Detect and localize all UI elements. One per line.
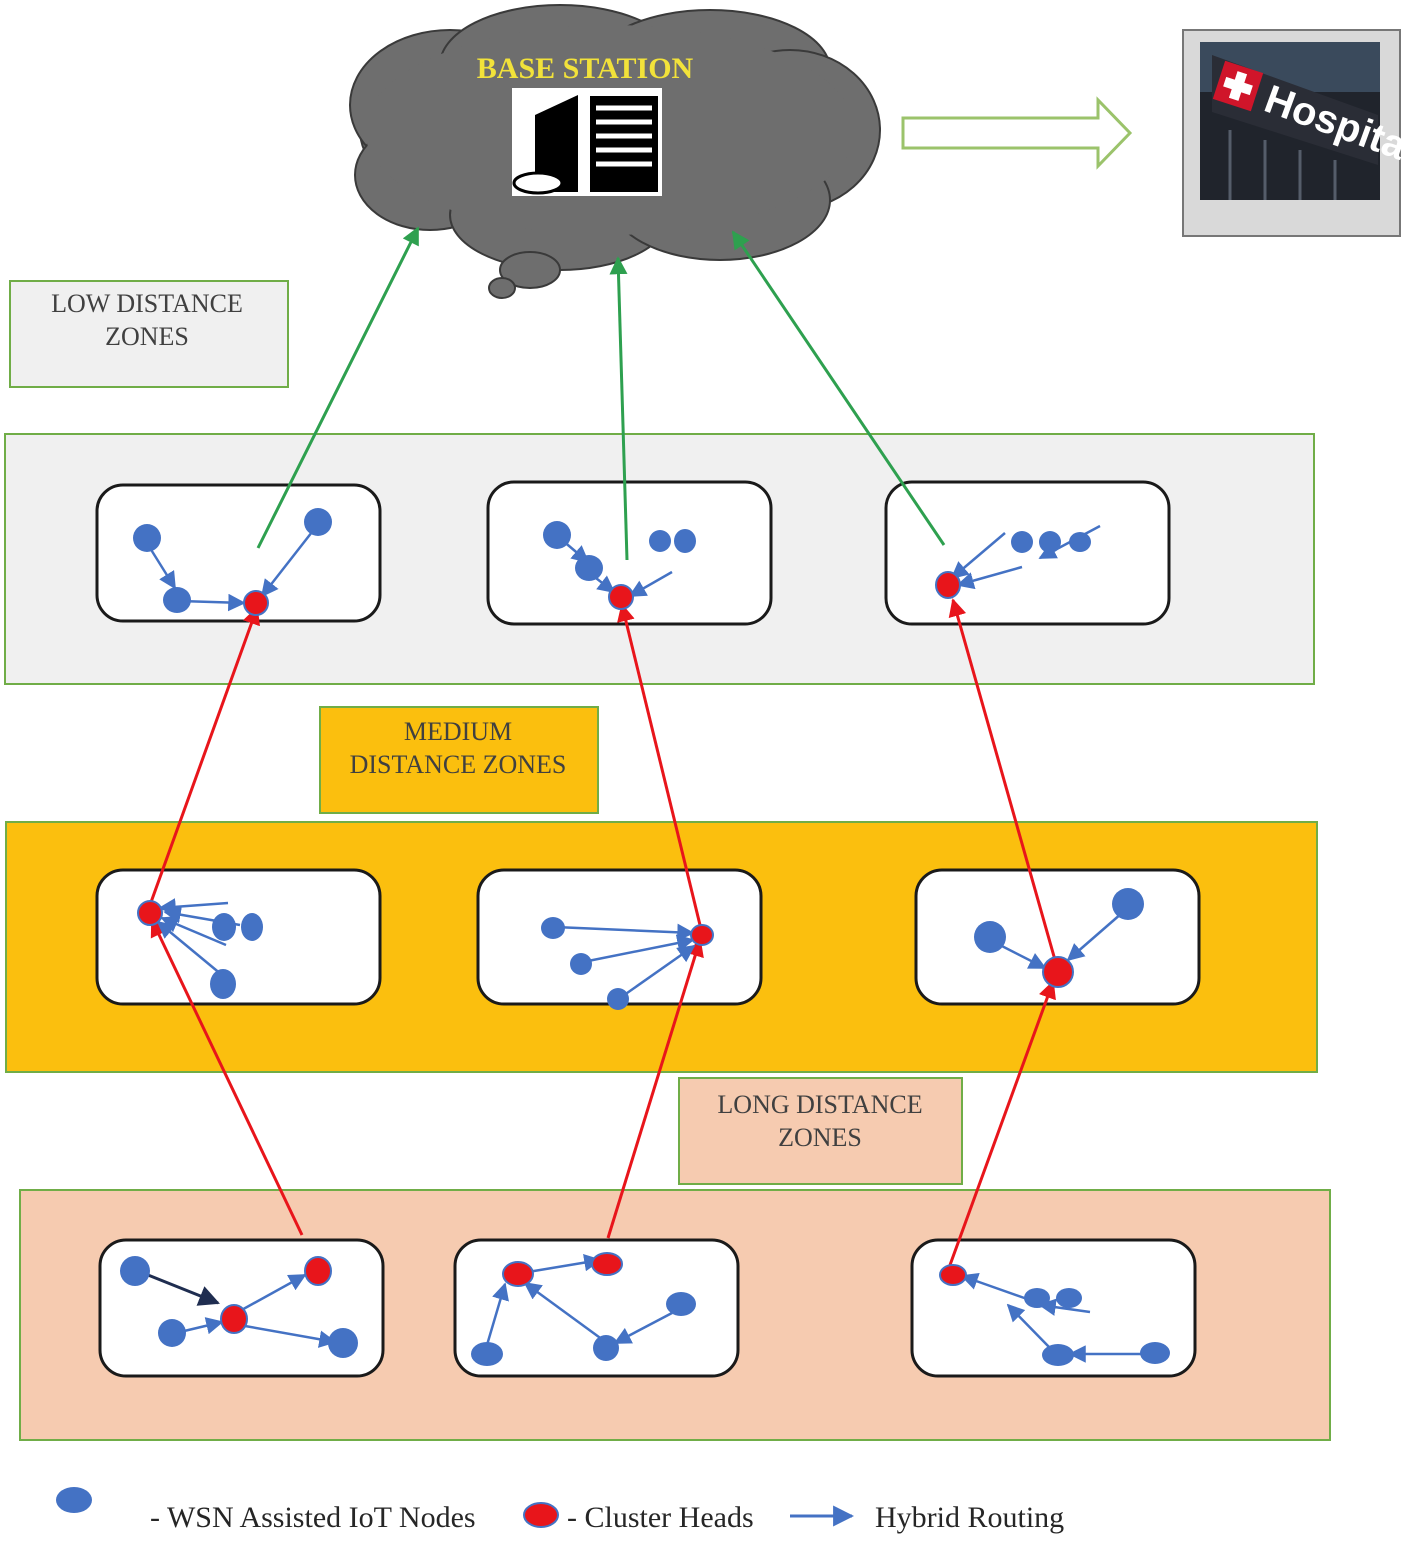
low-zone-label-line2: ZONES <box>105 322 189 351</box>
green-uplink-2 <box>609 256 629 561</box>
route-arrow <box>156 920 223 976</box>
iot-node <box>158 1319 186 1347</box>
legend-routing-label: Hybrid Routing <box>875 1501 1064 1534</box>
cluster-head <box>939 1264 967 1286</box>
red-link-long1-to-medium1 <box>150 918 304 1236</box>
low-cluster-3 <box>884 480 1171 626</box>
iot-node <box>1011 531 1033 553</box>
legend-node-icon <box>56 1487 92 1513</box>
route-arrow <box>554 923 695 942</box>
iot-node <box>1039 531 1061 553</box>
iot-node <box>241 913 263 941</box>
legend: - WSN Assisted IoT Nodes - Cluster Heads… <box>56 1487 1064 1534</box>
route-arrow <box>582 934 695 964</box>
route-arrow <box>628 570 673 598</box>
red-link-medium1-to-low1 <box>148 606 260 906</box>
route-arrow-dark <box>147 1273 220 1306</box>
server-building-icon <box>512 88 662 196</box>
data-to-hospital-arrow <box>901 96 1133 170</box>
long-zone-label-line1: LONG DISTANCE <box>717 1090 922 1119</box>
cluster-head <box>1042 956 1074 988</box>
route-arrow <box>619 944 696 1000</box>
legend-cluster-head-icon <box>523 1502 559 1528</box>
iot-node <box>304 508 332 536</box>
route-arrow <box>237 1273 307 1314</box>
route-arrow <box>148 547 177 590</box>
medium-zone-label-box: MEDIUM DISTANCE ZONES <box>319 706 599 814</box>
iot-node <box>1140 1342 1170 1364</box>
route-arrow <box>179 1317 224 1335</box>
cluster-head <box>137 900 163 926</box>
cluster-head <box>220 1304 248 1334</box>
route-arrow <box>485 1282 509 1346</box>
cluster-head <box>502 1261 534 1287</box>
cluster-head <box>304 1256 332 1286</box>
legend-cluster-head-label: - Cluster Heads <box>567 1501 754 1534</box>
iot-node <box>328 1328 358 1358</box>
cluster-head <box>608 584 634 610</box>
route-arrow <box>956 565 1023 590</box>
iot-node <box>163 587 191 613</box>
iot-node <box>471 1342 503 1366</box>
route-arrow <box>1006 1303 1051 1349</box>
iot-node <box>543 521 571 549</box>
route-arrow <box>1066 912 1123 962</box>
route-arrow <box>950 532 1006 580</box>
green-uplink-1 <box>256 226 420 549</box>
iot-node <box>1042 1344 1074 1366</box>
red-link-medium2-to-low2 <box>617 603 702 926</box>
iot-node <box>666 1292 696 1316</box>
iot-node <box>1112 888 1144 920</box>
route-arrow <box>523 1281 604 1342</box>
iot-node <box>210 969 236 999</box>
iot-node <box>674 529 696 553</box>
medium-zone-label-line1: MEDIUM <box>404 717 512 746</box>
iot-node <box>974 921 1006 953</box>
low-cluster-1 <box>95 483 382 623</box>
cluster-head <box>935 571 961 599</box>
route-arrow <box>1038 1298 1091 1316</box>
base-station-title: BASE STATION <box>477 52 694 85</box>
low-zone-label-line1: LOW DISTANCE <box>51 289 243 318</box>
cluster-head <box>243 590 269 616</box>
medium-cluster-1 <box>95 868 382 1006</box>
long-zone-label-line2: ZONES <box>778 1123 862 1152</box>
route-arrow <box>613 1311 673 1345</box>
route-arrow <box>244 1324 337 1348</box>
medium-zone-label-line2: DISTANCE ZONES <box>350 750 567 779</box>
long-zone-label-box: LONG DISTANCE ZONES <box>678 1077 963 1185</box>
iot-node <box>575 555 603 581</box>
red-link-medium3-to-low3 <box>948 598 1057 961</box>
cluster-head <box>690 924 714 946</box>
low-cluster-2 <box>486 480 773 626</box>
legend-node-label: - WSN Assisted IoT Nodes <box>150 1501 476 1534</box>
hospital-image: Hospital <box>1182 29 1405 237</box>
route-arrow <box>527 1253 602 1274</box>
iot-node <box>120 1256 150 1286</box>
route-arrow <box>960 1272 1031 1302</box>
green-uplink-3 <box>731 230 946 546</box>
iot-node <box>607 988 629 1010</box>
medium-cluster-2 <box>476 868 763 1006</box>
route-arrow <box>260 531 313 598</box>
iot-node <box>649 530 671 552</box>
low-zone-label-box: LOW DISTANCE ZONES <box>9 280 289 388</box>
iot-node <box>1069 532 1091 552</box>
cluster-head <box>591 1252 623 1276</box>
iot-node <box>212 913 236 941</box>
iot-node <box>570 953 592 975</box>
red-link-long3-to-medium3 <box>948 980 1056 1266</box>
iot-node <box>593 1335 619 1361</box>
iot-node <box>541 917 565 939</box>
red-link-long2-to-medium2 <box>606 938 704 1239</box>
iot-node <box>1024 1288 1050 1308</box>
iot-node <box>1056 1288 1082 1308</box>
iot-node <box>133 524 161 552</box>
